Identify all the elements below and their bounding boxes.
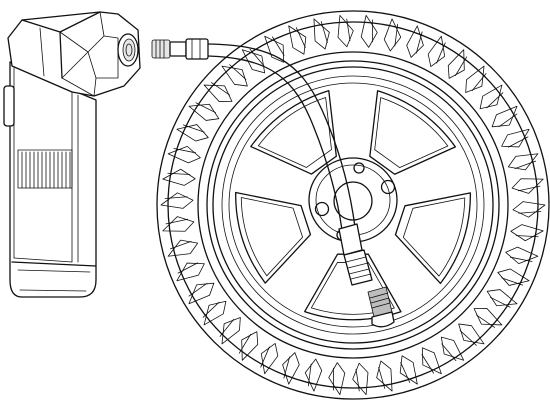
wheel-illustration <box>157 11 549 399</box>
side-button-icon <box>4 86 14 126</box>
handheld-tire-inflator-icon <box>4 12 140 297</box>
hose-end-fitting-icon <box>152 39 208 59</box>
